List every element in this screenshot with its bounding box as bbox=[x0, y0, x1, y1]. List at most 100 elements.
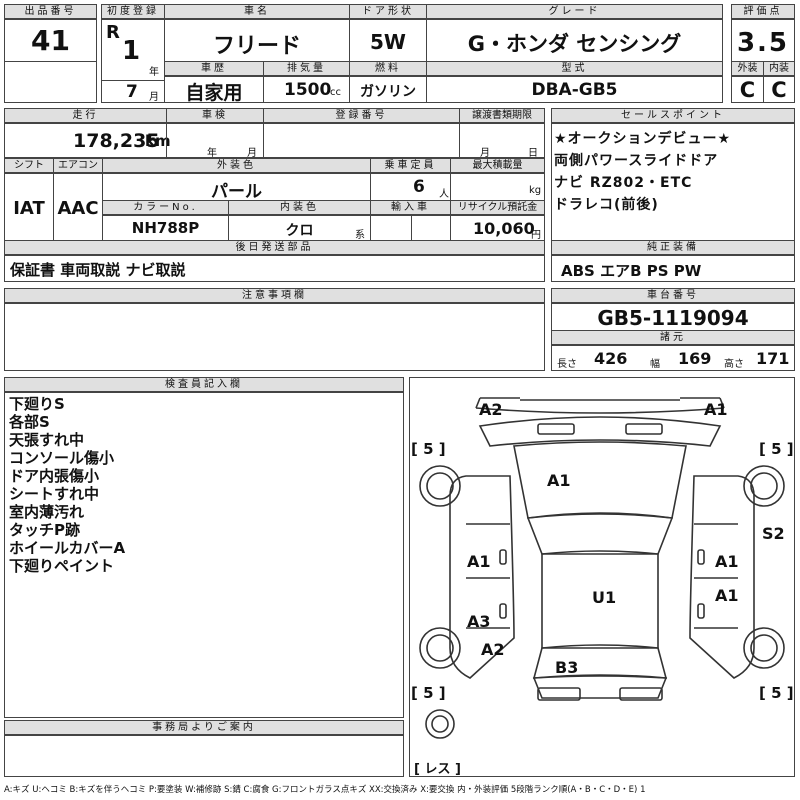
mark-left-rear-quarter: A2 bbox=[481, 640, 505, 659]
shift-value: IAT bbox=[13, 198, 45, 219]
month-unit: 月 bbox=[149, 92, 159, 103]
mark-left-rear-door: A3 bbox=[467, 612, 491, 631]
sales-point-item: ドラレコ(前後) bbox=[554, 197, 659, 213]
car-name-header: 車名 bbox=[164, 4, 350, 19]
capacity-value: 6 bbox=[413, 177, 425, 197]
height-value: 171 bbox=[756, 349, 790, 368]
spare-tire: [ レス ] bbox=[414, 762, 461, 777]
year-value: 1 bbox=[122, 36, 141, 66]
car-outline-drawing bbox=[419, 397, 785, 739]
mark-hood: A1 bbox=[547, 471, 571, 490]
exterior-header: 外装 bbox=[731, 61, 764, 76]
first-reg-header: 初度登録 bbox=[101, 4, 165, 19]
office-cell bbox=[4, 735, 404, 777]
tire-rear-left: [ 5 ] bbox=[411, 684, 446, 702]
later-parts-header: 後日発送部品 bbox=[4, 240, 545, 255]
shift-header: シフト bbox=[4, 158, 54, 173]
import-divider bbox=[411, 216, 412, 240]
model-code-header: 型式 bbox=[426, 61, 723, 76]
chassis-header: 車台番号 bbox=[551, 288, 795, 303]
width-label: 幅 bbox=[650, 359, 660, 370]
mark-front-left: A2 bbox=[479, 400, 503, 419]
lot-no-lower-cell bbox=[4, 61, 97, 103]
notes-header: 注意事項欄 bbox=[4, 288, 545, 303]
aircon-value: AAC bbox=[57, 198, 99, 219]
ext-color-header: 外装色 bbox=[102, 158, 371, 173]
transfer-header: 譲渡書類期限 bbox=[459, 108, 545, 123]
mark-left-front-door: A1 bbox=[467, 552, 491, 571]
recycle-unit: 円 bbox=[531, 230, 541, 241]
mileage-value: 178,235 bbox=[73, 130, 160, 152]
fuel-cell: ガソリン bbox=[349, 76, 427, 103]
color-no-value: NH788P bbox=[131, 219, 200, 237]
inspection-year-unit: 年 bbox=[207, 148, 217, 159]
tire-front-left: [ 5 ] bbox=[411, 440, 446, 458]
lot-no-value: 41 bbox=[31, 24, 70, 57]
month-value: 7 bbox=[126, 82, 138, 102]
capacity-cell: 6 人 bbox=[370, 173, 451, 201]
mark-right-side: S2 bbox=[762, 524, 785, 543]
genuine-value: ABS エアB PS PW bbox=[561, 262, 702, 280]
mileage-header: 走行 bbox=[4, 108, 167, 123]
exterior-grade-value: C bbox=[739, 78, 756, 102]
exterior-grade-cell: C bbox=[731, 76, 764, 103]
inspector-note: 下廻りS bbox=[9, 395, 65, 413]
mark-front-right: A1 bbox=[704, 400, 728, 419]
length-label: 長さ bbox=[557, 359, 577, 370]
max-load-cell: kg bbox=[450, 173, 545, 201]
car-diagram: A2 A1 A1 A1 A1 S2 A1 U1 A3 A2 B3 [ 5 ] [… bbox=[409, 377, 795, 777]
transfer-cell: 月 日 bbox=[459, 123, 545, 159]
later-parts-value: 保証書 車両取説 ナビ取説 bbox=[10, 261, 186, 279]
model-code-cell: DBA-GB5 bbox=[426, 76, 723, 103]
width-value: 169 bbox=[678, 349, 712, 368]
score-header: 評価点 bbox=[731, 4, 795, 19]
legend-text: A:キズ U:ヘコミ B:キズを伴うヘコミ P:要塗装 W:補修跡 S:錆 C:… bbox=[4, 785, 646, 795]
inspector-header: 検査員記入欄 bbox=[4, 377, 404, 392]
displacement-value: 1500 bbox=[284, 80, 332, 100]
history-header: 車歴 bbox=[164, 61, 264, 76]
inspector-note: シートすれ中 bbox=[9, 485, 100, 503]
sales-point-header: セールスポイント bbox=[551, 108, 795, 123]
inspector-note: 下廻りペイント bbox=[9, 557, 115, 575]
car-name-cell: フリード bbox=[164, 19, 350, 62]
car-name-value: フリード bbox=[212, 34, 301, 59]
sales-point-list: ★オークションデビュー★ 両側パワースライドドア ナビ RZ802・ETC ドラ… bbox=[551, 123, 795, 241]
fuel-header: 燃料 bbox=[349, 61, 427, 76]
door-cell: 5W bbox=[349, 19, 427, 62]
mileage-unit: km bbox=[145, 132, 171, 150]
genuine-header: 純正装備 bbox=[551, 240, 795, 255]
inspector-note: タッチP跡 bbox=[9, 521, 80, 539]
inspector-note: 室内薄汚れ bbox=[9, 503, 85, 521]
aircon-cell: AAC bbox=[53, 173, 103, 241]
tire-rear-right: [ 5 ] bbox=[759, 684, 794, 702]
shift-cell: IAT bbox=[4, 173, 54, 241]
inspector-note: コンソール傷小 bbox=[9, 449, 115, 467]
mark-right-rear-door: A1 bbox=[715, 586, 739, 605]
mark-roof: U1 bbox=[592, 588, 617, 607]
interior-grade-value: C bbox=[771, 78, 787, 102]
max-load-unit: kg bbox=[529, 185, 542, 196]
import-cell bbox=[370, 215, 451, 241]
notes-cell bbox=[4, 303, 545, 371]
mark-rear: B3 bbox=[555, 658, 579, 677]
height-label: 高さ bbox=[724, 359, 744, 370]
displacement-unit: cc bbox=[330, 87, 341, 98]
door-header: ドア形状 bbox=[349, 4, 427, 19]
recycle-value: 10,060 bbox=[473, 219, 535, 238]
inspection-month-unit: 月 bbox=[247, 148, 257, 159]
int-color-header: 内装色 bbox=[228, 200, 371, 215]
capacity-unit: 人 bbox=[439, 189, 449, 200]
fuel-value: ガソリン bbox=[360, 84, 416, 100]
chassis-cell: GB5-1119094 bbox=[551, 303, 795, 331]
history-cell: 自家用 bbox=[164, 76, 264, 104]
ext-color-cell: パール bbox=[102, 173, 371, 202]
ext-color-value: パール bbox=[211, 182, 262, 202]
genuine-cell: ABS エアB PS PW bbox=[551, 255, 795, 282]
history-value: 自家用 bbox=[185, 82, 243, 104]
transfer-month-unit: 月 bbox=[480, 148, 490, 159]
displacement-cell: 1500 cc bbox=[263, 76, 350, 103]
lot-no-header: 出品番号 bbox=[4, 4, 97, 19]
sales-point-item: 両側パワースライドドア bbox=[554, 153, 719, 169]
dims-header: 諸元 bbox=[551, 330, 795, 345]
int-color-unit: 系 bbox=[355, 230, 365, 241]
